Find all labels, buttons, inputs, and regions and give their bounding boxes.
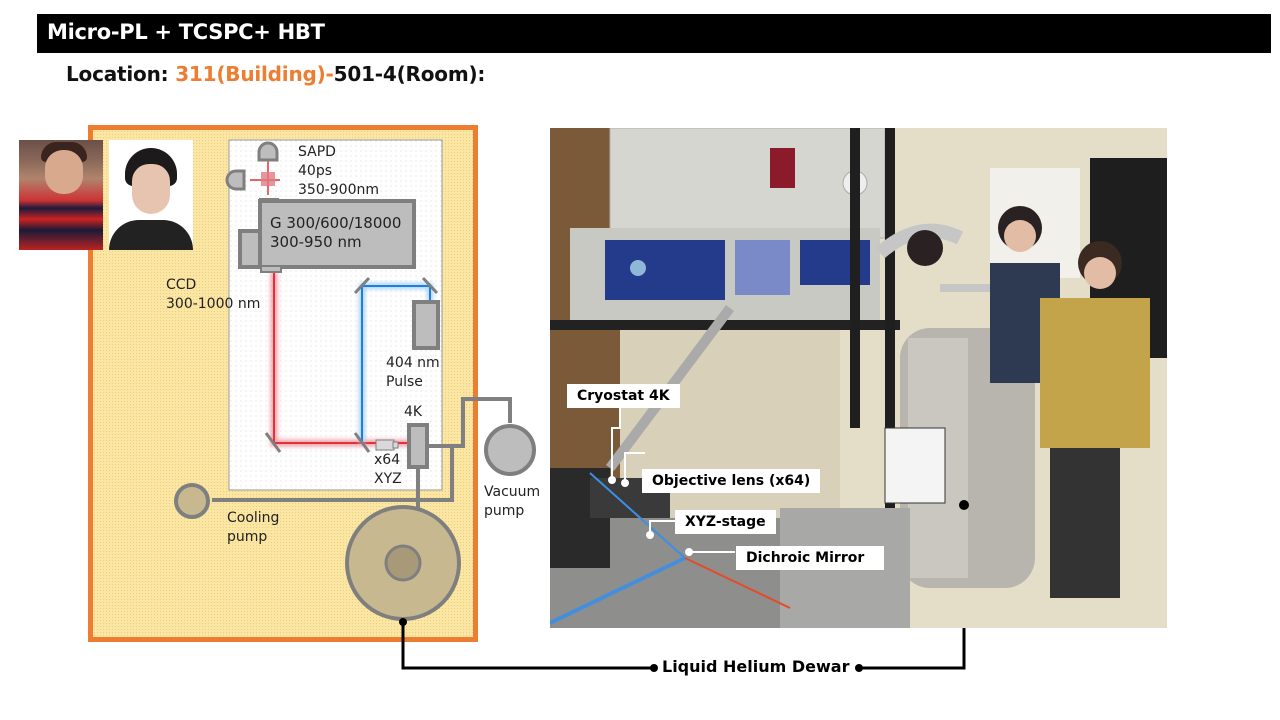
dewar-neck	[384, 544, 422, 582]
sapd-label-line2: 40ps	[298, 163, 332, 179]
objective-label-line1: x64	[374, 452, 401, 468]
title-bar: Micro-PL + TCSPC+ HBT	[37, 14, 1271, 53]
mirror	[353, 276, 371, 295]
mirror	[264, 432, 282, 453]
ccd-label-line1: CCD	[166, 277, 197, 293]
ccd-camera	[238, 229, 262, 269]
objective-lens	[375, 439, 395, 451]
location-building: 311(Building)-	[175, 62, 334, 86]
face-shape	[132, 164, 170, 214]
grating-label-line1: G 300/600/18000	[270, 214, 402, 232]
laser-404nm	[412, 300, 440, 350]
cooling-pump-label-line2: pump	[227, 529, 268, 545]
dichroic-mirror	[353, 432, 371, 453]
location-room: 501-4(Room):	[333, 62, 486, 86]
vacuum-pump	[484, 424, 536, 476]
shirt-shape	[109, 220, 193, 250]
location-prefix: Location:	[66, 62, 176, 86]
sapd-detector-left	[225, 169, 246, 191]
sapd-label-line3: 350-900nm	[298, 182, 380, 198]
person-photo-1	[19, 140, 103, 250]
cooling-pump	[174, 483, 210, 519]
vacuum-pump-label-line1: Vacuum	[484, 484, 541, 500]
mirror	[421, 276, 439, 295]
callout-cryostat: Cryostat 4K	[567, 384, 680, 408]
lab-setup-photo: Cryostat 4K Objective lens (x64) XYZ-sta…	[550, 128, 1167, 628]
cryostat-label: 4K	[404, 404, 423, 420]
callout-objective-lens: Objective lens (x64)	[642, 469, 821, 493]
blue-beam	[359, 283, 433, 443]
laser-label: 404 nm Pulse	[386, 354, 440, 392]
objective-label-line2: XYZ	[374, 471, 402, 487]
cooling-pump-label-line1: Cooling	[227, 510, 280, 526]
sapd-label-line1: SAPD	[298, 144, 336, 160]
beam-splitter	[261, 172, 275, 186]
ccd-label: CCD 300-1000 nm	[166, 276, 260, 314]
vacuum-pump-label: Vacuum pump	[484, 483, 540, 521]
cooling-pump-label: Cooling pump	[227, 509, 279, 547]
spectrometer-top-port	[259, 198, 279, 203]
sapd-label: SAPD 40ps 350-900nm	[298, 143, 379, 200]
vacuum-pump-label-line2: pump	[484, 503, 525, 519]
cryostat-4k	[407, 423, 429, 469]
liquid-helium-dewar-label: Liquid Helium Dewar	[662, 657, 850, 676]
location-line: Location: 311(Building)-501-4(Room):	[66, 62, 485, 86]
face-shape	[45, 150, 83, 194]
controller-box	[609, 128, 886, 239]
spectrometer	[258, 199, 416, 269]
grating-label-line2: 300-950 nm	[270, 233, 362, 251]
laser-label-line1: 404 nm	[386, 355, 440, 371]
slide-title: Micro-PL + TCSPC+ HBT	[47, 20, 325, 44]
sapd-detector-top	[257, 141, 279, 162]
ccd-label-line2: 300-1000 nm	[166, 296, 261, 312]
person-photo-2	[109, 140, 193, 250]
laser-label-line2: Pulse	[386, 374, 423, 390]
callout-xyz-stage: XYZ-stage	[675, 510, 776, 534]
callout-dichroic-mirror: Dichroic Mirror	[736, 546, 885, 570]
spectrometer-slit	[260, 265, 282, 273]
